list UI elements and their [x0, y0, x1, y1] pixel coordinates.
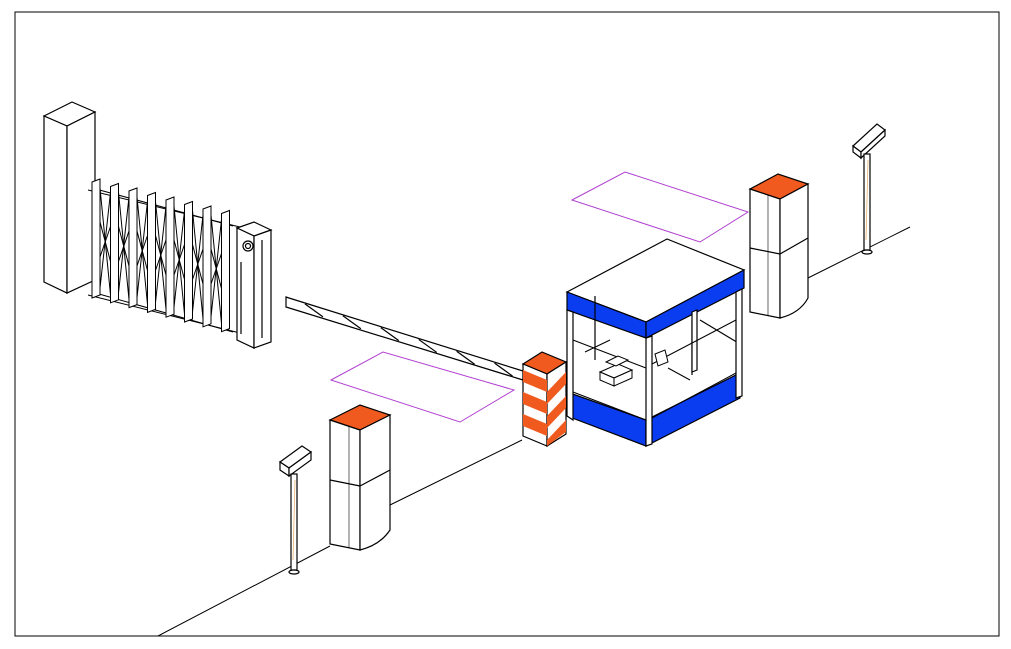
- concrete-pillar: [42, 101, 97, 294]
- gate-panel: [202, 205, 212, 328]
- gate-panel: [147, 191, 156, 314]
- guard-booth: [565, 238, 746, 447]
- retractable-gate: [87, 178, 245, 335]
- gate-panel: [128, 187, 138, 309]
- gate-lattice: [136, 235, 148, 267]
- barrier-arm-stripe: [342, 315, 362, 330]
- gate-motor-box: [235, 221, 273, 349]
- camera-pole-front: [278, 445, 313, 575]
- gate-panel: [110, 182, 119, 304]
- gate-panel: [221, 209, 230, 333]
- gate-panel: [165, 196, 175, 318]
- barrier-arm-stripe: [380, 327, 400, 342]
- road-edge: [157, 226, 911, 637]
- barrier-arm-stripe: [418, 338, 438, 353]
- gate-lattice: [210, 253, 222, 285]
- gate-panel: [184, 200, 193, 323]
- ticket-kiosk-rear: [748, 173, 810, 319]
- barrier-arm-stripe: [304, 303, 324, 318]
- gate-lattice: [99, 226, 111, 258]
- detection-zone-rear: [570, 171, 750, 243]
- barrier-base: [521, 351, 568, 448]
- gate-lattice: [118, 230, 130, 262]
- gate-lattice: [155, 239, 167, 271]
- detection-zone-front: [329, 351, 516, 423]
- gate-panel: [91, 178, 101, 299]
- ticket-kiosk-front: [328, 404, 392, 551]
- gate-lattice: [192, 248, 204, 280]
- camera-pole-rear: [852, 123, 886, 255]
- barrier-arm: [285, 296, 524, 381]
- gate-lattice: [173, 244, 185, 276]
- barrier-arm-stripe: [456, 350, 475, 365]
- barrier-arm-stripe: [494, 362, 513, 377]
- frame-border: [14, 11, 1000, 637]
